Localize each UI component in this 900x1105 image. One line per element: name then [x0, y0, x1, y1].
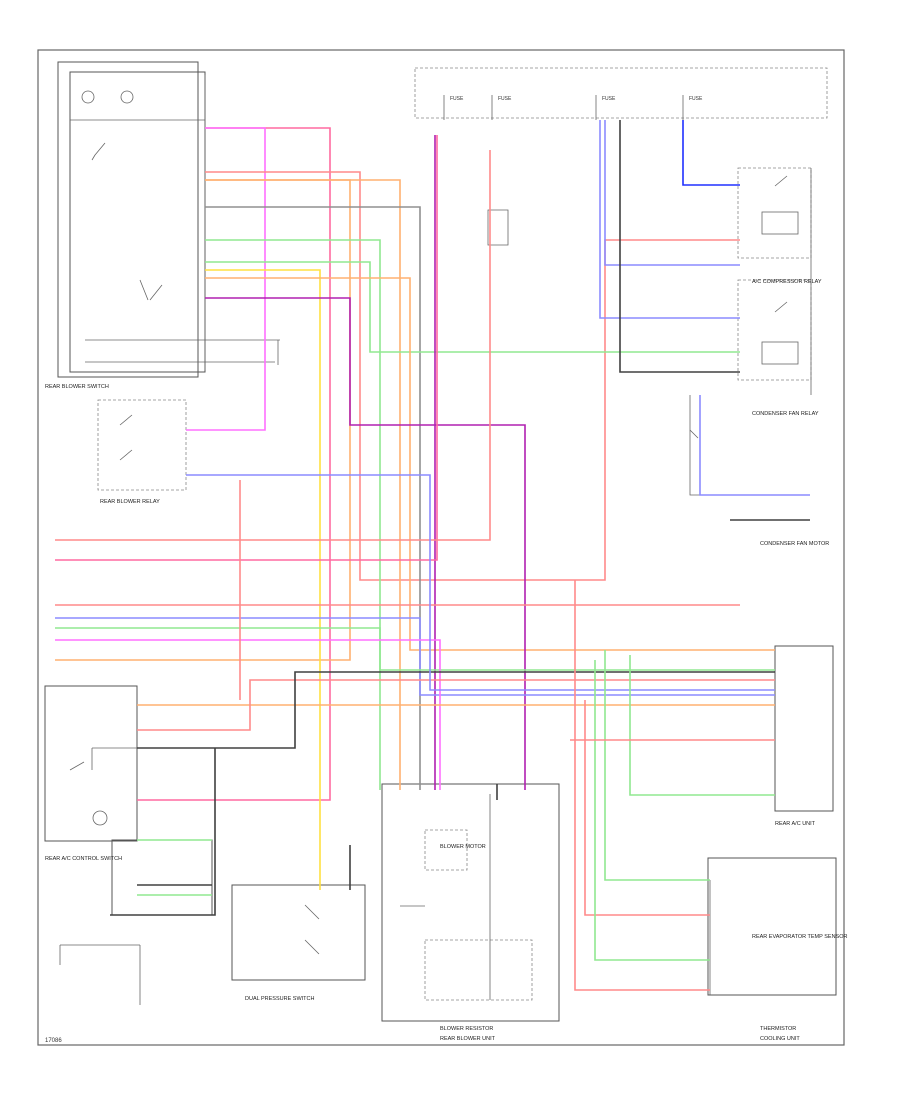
wire [55, 627, 775, 671]
wire [205, 206, 421, 790]
wire [55, 135, 438, 561]
wire [205, 239, 381, 790]
fuse-label: FUSE [450, 96, 464, 102]
condenser-fan-relay-label: CONDENSER FAN RELAY [752, 411, 819, 417]
wire [205, 179, 401, 790]
wire [55, 617, 775, 696]
cooling-unit-box [707, 857, 837, 996]
dual-pressure-switch-label: DUAL PRESSURE SWITCH [245, 996, 315, 1002]
wire [594, 660, 710, 961]
blower-motor-box [424, 829, 468, 871]
component-captions: REAR BLOWER SWITCH REAR BLOWER RELAY REA… [45, 279, 847, 1042]
wire [629, 655, 775, 796]
fuse-block [414, 67, 828, 119]
rear-blower-relay-box [97, 399, 187, 491]
rear-blower-switch-box [57, 61, 199, 378]
blower-resistor-label: BLOWER RESISTOR [440, 1026, 493, 1032]
wire [137, 671, 775, 749]
ac-compressor-relay-label: A/C COMPRESSOR RELAY [752, 279, 822, 285]
rear-blower-switch-inner [69, 71, 206, 373]
cooling-unit-label: COOLING UNIT [760, 1036, 800, 1042]
wire [137, 127, 331, 801]
rear-blower-unit-label: REAR BLOWER UNIT [440, 1036, 496, 1042]
wire [55, 179, 351, 661]
relay-box-1 [737, 167, 812, 259]
thermistor-label: THERMISTOR [760, 1026, 796, 1032]
wire [599, 120, 740, 319]
rear-blower-unit-box [381, 783, 560, 1022]
fuse-labels: FUSE FUSE FUSE FUSE [450, 96, 703, 102]
wire [186, 127, 266, 431]
rear-blower-switch-label: REAR BLOWER SWITCH [45, 384, 109, 390]
blower-resistor-box [424, 939, 533, 1001]
wire [205, 269, 321, 890]
wire [110, 748, 216, 916]
wire [205, 171, 740, 581]
lamp-icon [81, 90, 95, 104]
wire [604, 120, 740, 266]
wire [205, 297, 526, 790]
rear-ac-unit-box [774, 645, 834, 812]
wire [205, 277, 775, 651]
wire [186, 474, 775, 691]
wire [205, 261, 740, 353]
wire [584, 700, 710, 916]
fuse-label: FUSE [602, 96, 616, 102]
connector-box [111, 839, 213, 916]
wire [55, 639, 441, 790]
wire [699, 395, 810, 496]
fuse-label: FUSE [498, 96, 512, 102]
rear-ac-control-label: REAR A/C CONTROL SWITCH [45, 856, 122, 862]
wire-layer [55, 120, 810, 991]
rear-evap-temp-sensor-label: REAR EVAPORATOR TEMP SENSOR [752, 934, 847, 940]
component-outlines [44, 61, 837, 1022]
rear-blower-relay-label: REAR BLOWER RELAY [100, 499, 160, 505]
diagram-border [37, 49, 845, 1046]
diagram-code: 17086 [45, 1038, 62, 1044]
dual-pressure-switch-box [231, 884, 366, 981]
lamp-icon [120, 90, 134, 104]
wire [604, 650, 710, 881]
wire [574, 580, 710, 991]
lamp-icon [92, 810, 108, 826]
fuse-label: FUSE [689, 96, 703, 102]
relay-box-2 [737, 279, 812, 381]
wire [137, 679, 775, 731]
wire [682, 120, 740, 186]
rear-ac-unit-label: REAR A/C UNIT [775, 821, 816, 827]
wire [619, 120, 740, 373]
condenser-fan-motor-label: CONDENSER FAN MOTOR [760, 541, 829, 547]
rear-ac-control-switch-box [44, 685, 138, 842]
wire [55, 150, 491, 541]
blower-motor-label: BLOWER MOTOR [440, 844, 486, 850]
